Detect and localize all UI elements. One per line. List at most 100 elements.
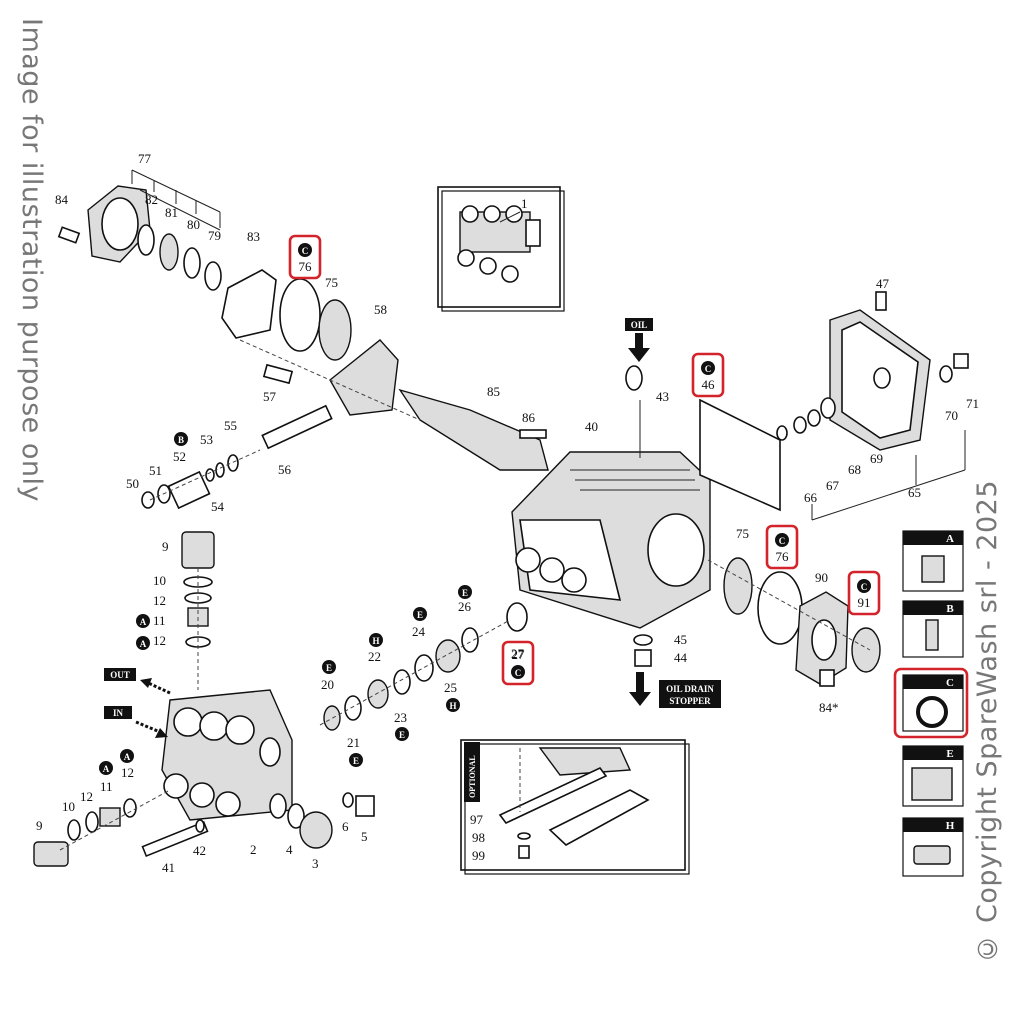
part-number: 83 (247, 229, 260, 244)
copyright-watermark: © Copyright SpareWash srl - 2025 (972, 480, 1003, 964)
part-number: 12 (80, 789, 93, 804)
kit-legend-a: A (902, 530, 964, 592)
cover-gasket (699, 398, 781, 512)
seal-chain (319, 619, 511, 731)
svg-text:H: H (372, 636, 379, 646)
oil-drain-tag: OIL DRAIN STOPPER (629, 672, 721, 708)
part-number: 66 (804, 490, 818, 505)
part-number: 11 (100, 779, 113, 794)
svg-text:STOPPER: STOPPER (669, 696, 711, 706)
kit-markers: B A A A A E E H E E H E (99, 432, 472, 775)
piston-kit-icon (925, 619, 939, 651)
part-number: 81 (165, 205, 178, 220)
svg-text:IN: IN (113, 708, 124, 718)
kit-c-callout: C 91 (847, 570, 881, 616)
part-number: 57 (263, 389, 277, 404)
part-number: 85 (487, 384, 500, 399)
svg-text:H: H (449, 701, 456, 711)
manifold-parts (33, 789, 375, 867)
svg-text:A: A (946, 533, 954, 545)
seal-ring-27 (506, 602, 528, 632)
svg-text:OIL: OIL (631, 320, 648, 330)
out-tag: OUT (104, 668, 171, 695)
part-number: 12 (121, 765, 134, 780)
part-number: 24 (412, 624, 426, 639)
svg-text:OIL DRAIN: OIL DRAIN (666, 684, 714, 694)
svg-text:C: C (705, 364, 712, 374)
svg-text:E: E (417, 610, 423, 620)
part-number: 80 (187, 217, 200, 232)
drain-plug (634, 649, 652, 667)
part-number: 99 (472, 848, 485, 863)
valve-stack (181, 531, 215, 690)
part-number: 12 (153, 633, 166, 648)
part-number: 22 (368, 649, 381, 664)
svg-text:C: C (779, 536, 786, 546)
piston-group (141, 449, 261, 510)
part-number: 20 (321, 677, 334, 692)
bearing-cover-group (57, 185, 549, 471)
kit-legend: A B C E H (893, 530, 969, 877)
part-number: 9 (36, 818, 43, 833)
svg-text:A: A (140, 639, 147, 649)
optional-box: OPTIONAL (460, 739, 690, 875)
kit-c-callout: C 76 (288, 234, 322, 280)
svg-text:H: H (946, 820, 955, 832)
part-number: 43 (656, 389, 669, 404)
part-number: 4 (286, 842, 293, 857)
flange-group (707, 557, 881, 687)
part-number: 47 (876, 276, 890, 291)
part-number: 52 (173, 449, 186, 464)
part-number: 10 (62, 799, 75, 814)
svg-text:OUT: OUT (110, 670, 130, 680)
svg-text:C: C (861, 582, 868, 592)
kit-legend-h: H (902, 817, 964, 877)
part-number: 5 (361, 829, 368, 844)
part-number: 54 (211, 499, 225, 514)
seal-kit-icon (913, 845, 951, 865)
part-number: 70 (945, 408, 958, 423)
part-number: 51 (149, 463, 162, 478)
part-number: 75 (325, 275, 338, 290)
svg-text:OPTIONAL: OPTIONAL (468, 755, 477, 798)
svg-text:E: E (326, 663, 332, 673)
kit-legend-e: E (902, 745, 964, 807)
packing-kit-icon (911, 767, 953, 801)
part-number: 86 (522, 410, 536, 425)
part-number: 41 (162, 860, 175, 875)
svg-text:C: C (302, 246, 309, 256)
svg-text:C: C (515, 668, 522, 678)
part-number: 58 (374, 302, 387, 317)
part-number: 42 (193, 843, 206, 858)
inset-assembly-box (437, 186, 565, 312)
svg-text:E: E (946, 748, 953, 760)
part-number: 68 (848, 462, 861, 477)
part-number: 97 (470, 812, 484, 827)
svg-text:A: A (124, 752, 131, 762)
leader-lines (131, 169, 917, 520)
in-tag: IN (104, 706, 168, 738)
crankcase (511, 365, 711, 629)
part-number: 56 (278, 462, 292, 477)
illustration-disclaimer: Image for illustration purpose only (16, 18, 47, 502)
part-number: 3 (312, 856, 319, 871)
ring-kit-icon (916, 696, 948, 728)
part-number: 84* (819, 700, 839, 715)
part-number: 2 (250, 842, 257, 857)
part-number: 98 (472, 830, 485, 845)
svg-text:76: 76 (299, 259, 313, 274)
part-number: 75 (736, 526, 749, 541)
svg-text:B: B (178, 435, 184, 445)
kit-legend-c: C (893, 667, 969, 739)
kit-c-callout: 27 C (501, 640, 535, 686)
svg-text:76: 76 (776, 549, 790, 564)
kit-c-callout: C 76 (765, 524, 799, 570)
drain-washer (633, 634, 653, 646)
part-number-labels: 1 2 3 4 5 6 9 9 10 10 11 11 12 12 12 12 … (36, 151, 979, 875)
svg-text:91: 91 (858, 595, 871, 610)
svg-text:27: 27 (512, 647, 526, 662)
valve-kit-icon (921, 555, 945, 583)
part-number: 45 (674, 632, 687, 647)
part-number: 84 (55, 192, 69, 207)
